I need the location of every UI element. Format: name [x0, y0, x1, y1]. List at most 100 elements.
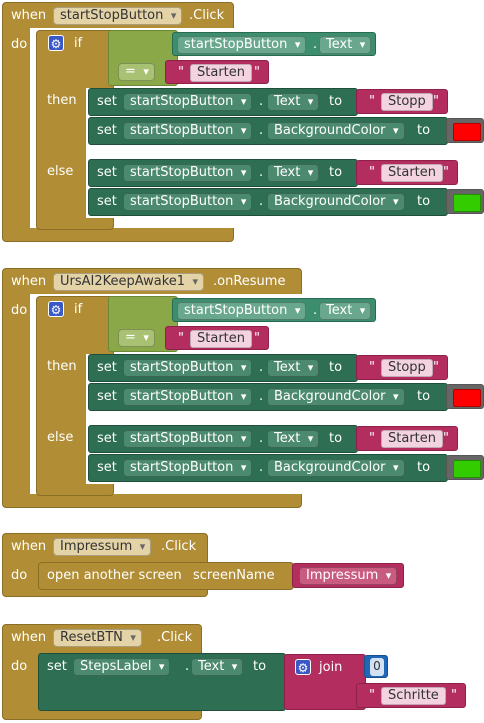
text-block[interactable]: " Starten ": [165, 326, 269, 350]
setter-property-dropdown[interactable]: Text: [191, 658, 244, 676]
color-swatch[interactable]: [453, 123, 481, 141]
when-label: when: [11, 539, 47, 554]
screen-name-dropdown[interactable]: Impressum: [299, 567, 398, 585]
set-label: set: [97, 123, 117, 138]
quote-close: ": [433, 360, 439, 375]
setter-property-dropdown[interactable]: Text: [267, 164, 320, 182]
to-label: to: [417, 123, 431, 138]
text-value[interactable]: Starten: [381, 164, 443, 182]
color-block[interactable]: [446, 189, 484, 214]
set-label: set: [97, 389, 117, 404]
quote-close: ": [433, 94, 439, 109]
to-label: to: [253, 659, 267, 674]
color-swatch[interactable]: [453, 460, 481, 478]
to-label: to: [417, 194, 431, 209]
color-swatch[interactable]: [453, 389, 481, 407]
setter-block[interactable]: set startStopButton . BackgroundColor to: [88, 188, 448, 216]
quote-open: ": [369, 360, 375, 375]
setter-component-dropdown[interactable]: startStopButton: [123, 459, 253, 477]
setter-block[interactable]: set StepsLabel . Text to: [38, 653, 286, 711]
text-block[interactable]: " Starten ": [165, 60, 269, 84]
color-block[interactable]: [446, 384, 484, 409]
to-label: to: [329, 165, 343, 180]
setter-component-dropdown[interactable]: startStopButton: [123, 122, 253, 140]
event-name: .Click: [157, 630, 193, 645]
setter-property-dropdown[interactable]: BackgroundColor: [267, 459, 405, 477]
do-label: do: [11, 659, 28, 674]
getter-block[interactable]: startStopButton . Text: [172, 32, 376, 56]
setter-component-dropdown[interactable]: StepsLabel: [73, 658, 171, 676]
text-block[interactable]: " Stopp ": [356, 355, 448, 380]
compare-operator-dropdown[interactable]: =: [118, 63, 155, 81]
event-name: .onResume: [213, 274, 286, 289]
then-label: then: [47, 93, 77, 108]
getter-block[interactable]: startStopButton . Text: [172, 298, 376, 322]
setter-component-dropdown[interactable]: startStopButton: [123, 164, 253, 182]
color-swatch[interactable]: [453, 194, 481, 212]
dot-label: .: [185, 659, 190, 674]
setter-block[interactable]: set startStopButton . BackgroundColor to: [88, 117, 448, 145]
color-block[interactable]: [446, 118, 484, 143]
event-component-dropdown[interactable]: ResetBTN: [53, 629, 142, 647]
setter-property-dropdown[interactable]: BackgroundColor: [267, 122, 405, 140]
setter-property-dropdown[interactable]: BackgroundColor: [267, 193, 405, 211]
if-label: if: [74, 302, 83, 317]
setter-block[interactable]: set startStopButton . Text to: [88, 88, 358, 116]
event-name: .Click: [161, 539, 197, 554]
to-label: to: [329, 431, 343, 446]
text-block[interactable]: " Schritte ": [356, 683, 466, 708]
number-value[interactable]: 0: [370, 658, 384, 676]
getter-property-dropdown[interactable]: Text: [319, 36, 372, 54]
quote-open: ": [178, 65, 184, 80]
setter-block[interactable]: set startStopButton . Text to: [88, 159, 358, 187]
screen-name-block[interactable]: Impressum: [292, 563, 404, 588]
event-component-dropdown[interactable]: startStopButton: [53, 7, 183, 25]
mutator-gear-icon[interactable]: ⚙: [295, 659, 311, 675]
setter-block[interactable]: set startStopButton . BackgroundColor to: [88, 383, 448, 411]
number-block[interactable]: 0: [364, 655, 388, 678]
do-label: do: [11, 568, 28, 583]
event-component-dropdown[interactable]: UrsAI2KeepAwake1: [53, 273, 205, 291]
compare-operator-dropdown[interactable]: =: [118, 329, 155, 347]
else-label: else: [47, 430, 74, 445]
setter-component-dropdown[interactable]: startStopButton: [123, 388, 253, 406]
event-component-dropdown[interactable]: Impressum: [53, 538, 152, 556]
mutator-gear-icon[interactable]: ⚙: [48, 301, 64, 317]
setter-property-dropdown[interactable]: Text: [267, 93, 320, 111]
join-block[interactable]: ⚙ join: [284, 654, 366, 710]
dot-label: .: [259, 194, 264, 209]
when-label: when: [11, 630, 47, 645]
text-value[interactable]: Stopp: [381, 93, 433, 111]
setter-property-dropdown[interactable]: BackgroundColor: [267, 388, 405, 406]
setter-block[interactable]: set startStopButton . Text to: [88, 425, 358, 453]
color-block[interactable]: [446, 455, 484, 480]
to-label: to: [417, 460, 431, 475]
text-value[interactable]: Schritte: [381, 687, 446, 705]
setter-property-dropdown[interactable]: Text: [267, 359, 320, 377]
set-label: set: [97, 194, 117, 209]
text-block[interactable]: " Starten ": [356, 160, 458, 185]
text-value[interactable]: Stopp: [381, 359, 433, 377]
setter-component-dropdown[interactable]: startStopButton: [123, 430, 253, 448]
setter-component-dropdown[interactable]: startStopButton: [123, 93, 253, 111]
text-block[interactable]: " Stopp ": [356, 89, 448, 114]
open-screen-block[interactable]: open another screen screenName: [38, 562, 294, 590]
else-label: else: [47, 164, 74, 179]
text-value[interactable]: Starten: [190, 64, 252, 82]
setter-component-dropdown[interactable]: startStopButton: [123, 193, 253, 211]
getter-component-dropdown[interactable]: startStopButton: [177, 36, 307, 54]
do-label: do: [11, 303, 28, 318]
getter-property-dropdown[interactable]: Text: [319, 302, 372, 320]
text-value[interactable]: Starten: [190, 330, 252, 348]
setter-block[interactable]: set startStopButton . BackgroundColor to: [88, 454, 448, 482]
mutator-gear-icon[interactable]: ⚙: [48, 35, 64, 51]
setter-component-dropdown[interactable]: startStopButton: [123, 359, 253, 377]
dot-label: .: [259, 94, 264, 109]
setter-property-dropdown[interactable]: Text: [267, 430, 320, 448]
text-value[interactable]: Starten: [381, 430, 443, 448]
text-block[interactable]: " Starten ": [356, 426, 458, 451]
dot-label: .: [313, 37, 318, 52]
quote-close: ": [443, 165, 449, 180]
getter-component-dropdown[interactable]: startStopButton: [177, 302, 307, 320]
setter-block[interactable]: set startStopButton . Text to: [88, 354, 358, 382]
